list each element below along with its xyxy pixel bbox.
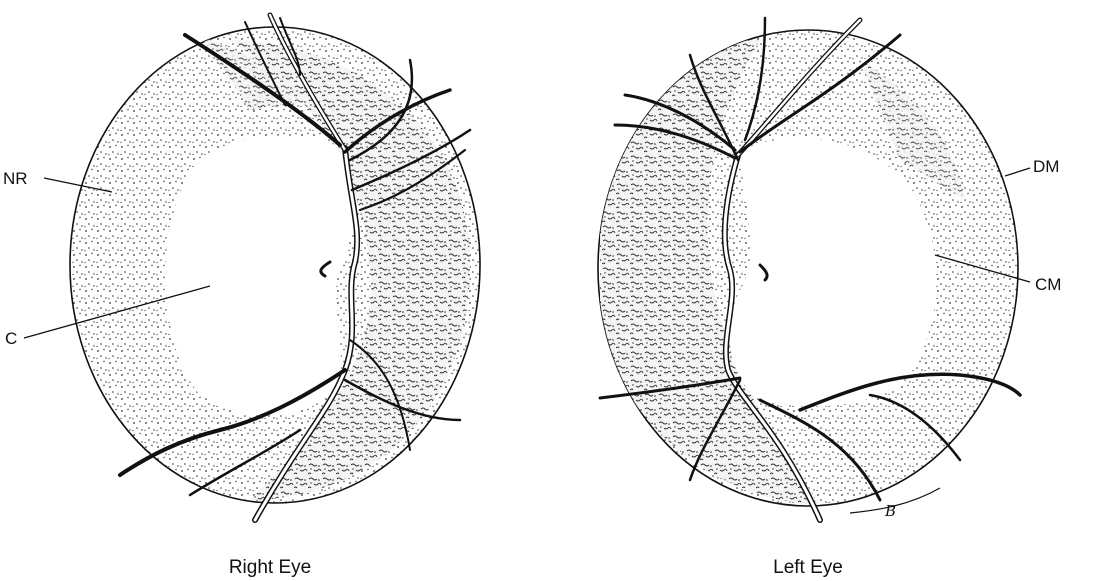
label-dm: DM [1005, 157, 1059, 176]
caption-left-eye: Left Eye [773, 557, 843, 578]
right-eye-disc [70, 15, 480, 520]
label-nr-text: NR [3, 169, 28, 188]
left-eye-disc [598, 18, 1020, 520]
caption-right-eye: Right Eye [229, 557, 311, 578]
label-dm-text: DM [1033, 157, 1059, 176]
svg-text:B: B [884, 502, 896, 520]
label-c-text: C [5, 329, 17, 348]
label-cm-text: CM [1035, 275, 1061, 294]
